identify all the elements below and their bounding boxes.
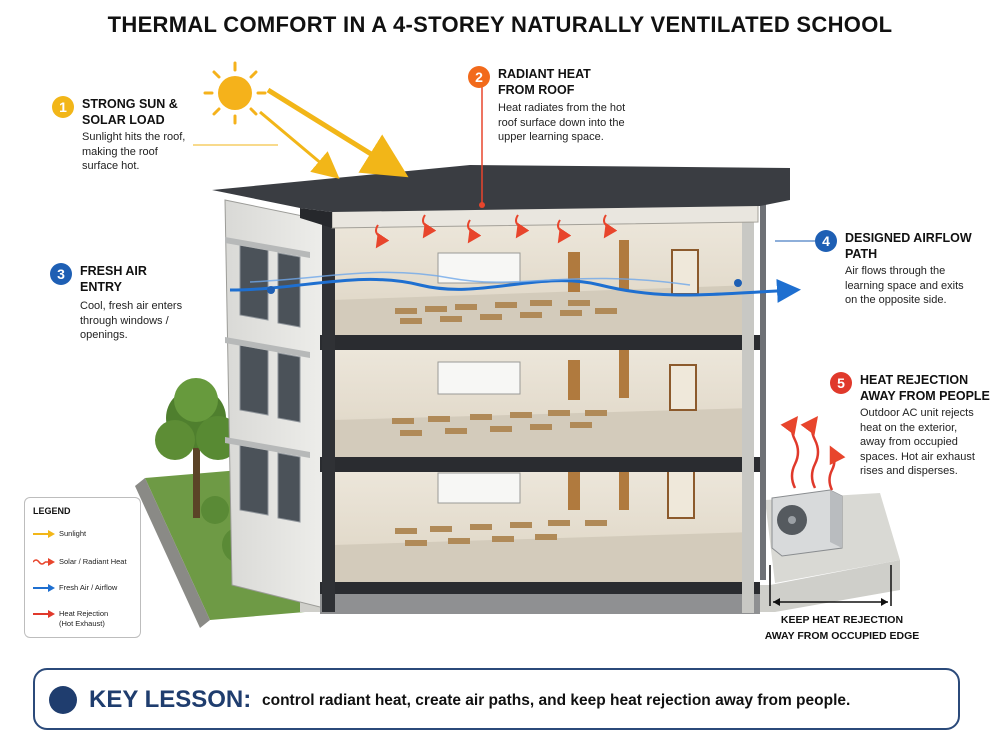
arrow-icon xyxy=(33,610,55,618)
key-lesson-banner: KEY LESSON: control radiant heat, create… xyxy=(33,668,960,730)
callout-4-airflow-path: 4 DESIGNED AIRFLOW PATH Air flows throug… xyxy=(815,230,995,310)
callout-5-heat-rejection: 5 HEAT REJECTION AWAY FROM PEOPLE Outdoo… xyxy=(830,372,995,482)
heat-rejection-arrows xyxy=(780,415,846,491)
callout-heading: STRONG SUN & SOLAR LOAD xyxy=(82,97,178,127)
legend-label: Fresh Air / Airflow xyxy=(59,583,118,592)
slab-3 xyxy=(320,335,760,350)
roof xyxy=(212,165,790,212)
legend-title: LEGEND xyxy=(33,506,71,516)
callout-heading: HEAT REJECTION AWAY FROM PEOPLE xyxy=(860,373,990,403)
callout-body: Sunlight hits the roof, making the roof … xyxy=(82,131,186,172)
callout-3-fresh-air: 3 FRESH AIR ENTRY Cool, fresh air enters… xyxy=(50,263,230,345)
slab-1 xyxy=(320,582,760,594)
number-badge: 3 xyxy=(50,263,72,285)
callout-heading: RADIANT HEAT FROM ROOF xyxy=(498,67,591,97)
legend-label: Solar / Radiant Heat xyxy=(59,557,127,566)
page-title: THERMAL COMFORT IN A 4-STOREY NATURALLY … xyxy=(107,12,893,37)
callout-heading: DESIGNED AIRFLOW PATH xyxy=(845,231,972,261)
legend-label: Sunlight xyxy=(59,529,87,538)
number-badge: 2 xyxy=(468,66,490,88)
airflow-path xyxy=(229,277,801,303)
sun-ray-1 xyxy=(266,87,409,178)
callout-body: Outdoor AC unit rejects heat on the exte… xyxy=(860,407,975,477)
arrow-icon xyxy=(33,584,55,592)
outdoor-ac-unit xyxy=(771,489,843,557)
callout-2-radiant-heat: 2 RADIANT HEAT FROM ROOF Heat radiates f… xyxy=(468,66,658,148)
callout-body: Heat radiates from the hot roof surface … xyxy=(498,102,626,143)
edge-dimension-label: KEEP HEAT REJECTION AWAY FROM OCCUPIED E… xyxy=(764,614,920,642)
key-lesson-title: KEY LESSON: xyxy=(89,686,252,713)
arrow-icon xyxy=(33,530,55,538)
legend-label: Heat Rejection (Hot Exhaust) xyxy=(59,609,109,628)
check-circle-icon xyxy=(49,686,77,714)
number-badge: 4 xyxy=(815,230,837,252)
callout-1-solar-load: 1 STRONG SUN & SOLAR LOAD Sunlight hits … xyxy=(52,96,242,176)
sun-ray-2 xyxy=(259,110,340,179)
radiant-heat-arrows xyxy=(375,214,618,249)
callout-body: Air flows through the learning space and… xyxy=(845,265,964,306)
number-badge: 5 xyxy=(830,372,852,394)
callout-heading: FRESH AIR ENTRY xyxy=(80,264,147,294)
wavy-arrow-icon xyxy=(33,558,55,566)
legend: LEGEND Sunlight Solar / Radiant Heat Fre… xyxy=(24,497,141,638)
callout-body: Cool, fresh air enters through windows /… xyxy=(80,300,183,341)
slab-2 xyxy=(320,457,760,472)
key-lesson-text: control radiant heat, create air paths, … xyxy=(262,692,851,709)
sun-icon xyxy=(203,61,267,125)
number-badge: 1 xyxy=(52,96,74,118)
